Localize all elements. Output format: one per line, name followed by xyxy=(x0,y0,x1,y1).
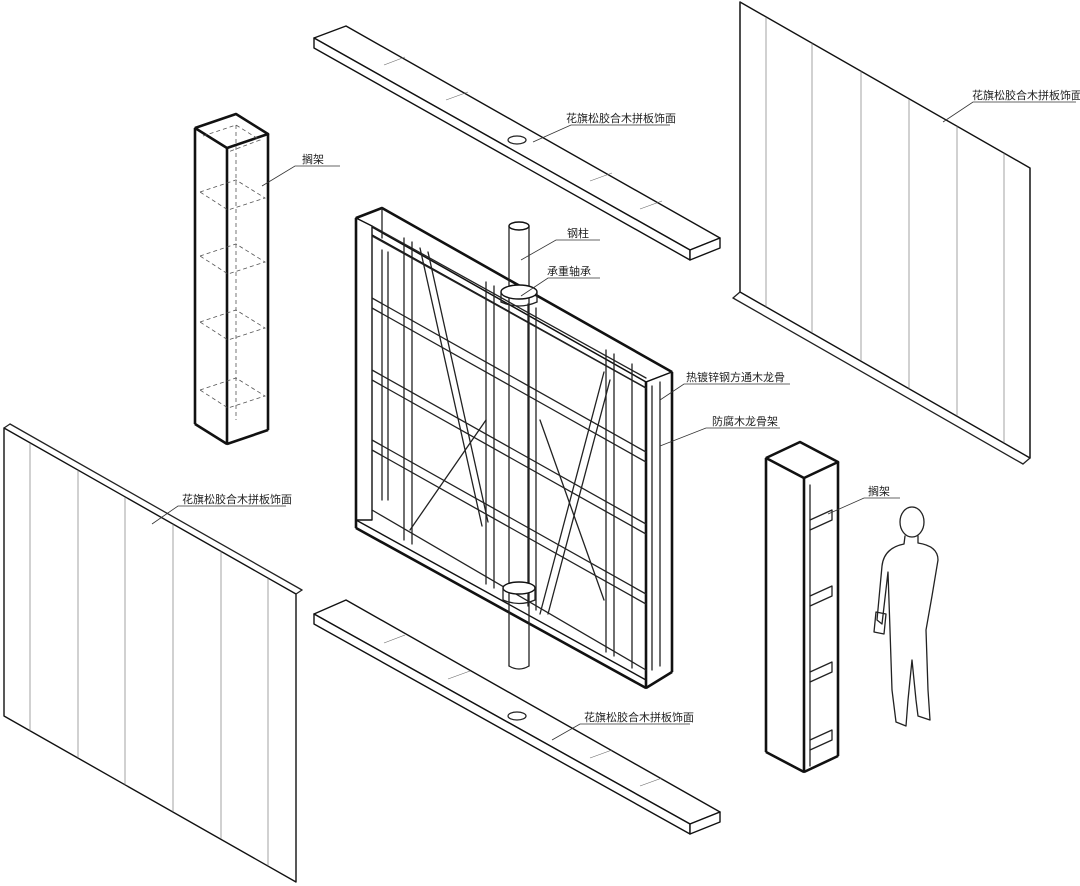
annotation-labels: 花旗松胶合木拼板饰面 花旗松胶合木拼板饰面 搁架 钢柱 承重轴承 热镀锌钢方通木… xyxy=(182,88,1080,724)
left-shelf-label: 搁架 xyxy=(302,152,324,166)
top-plank xyxy=(313,25,721,261)
bearing-label: 承重轴承 xyxy=(547,264,591,278)
steel-column xyxy=(500,221,538,670)
bottom-plank xyxy=(313,599,721,835)
top-plank-label: 花旗松胶合木拼板饰面 xyxy=(566,111,676,125)
wood-frame-label: 防腐木龙骨架 xyxy=(712,414,778,428)
right-shelf-label: 搁架 xyxy=(868,484,890,498)
leaders xyxy=(151,101,1076,741)
right-panel-label: 花旗松胶合木拼板饰面 xyxy=(972,88,1080,102)
human-figure xyxy=(873,506,939,727)
left-panel-label: 花旗松胶合木拼板饰面 xyxy=(182,492,292,506)
right-shelf xyxy=(764,440,840,774)
left-shelf xyxy=(193,112,270,446)
left-panel xyxy=(3,423,303,883)
bottom-plank-label: 花旗松胶合木拼板饰面 xyxy=(584,710,694,724)
steel-column-label: 钢柱 xyxy=(567,226,589,240)
central-frame xyxy=(354,206,674,690)
steel-keel-label: 热镀锌钢方通木龙骨 xyxy=(686,370,785,384)
right-panel xyxy=(732,1,1031,465)
